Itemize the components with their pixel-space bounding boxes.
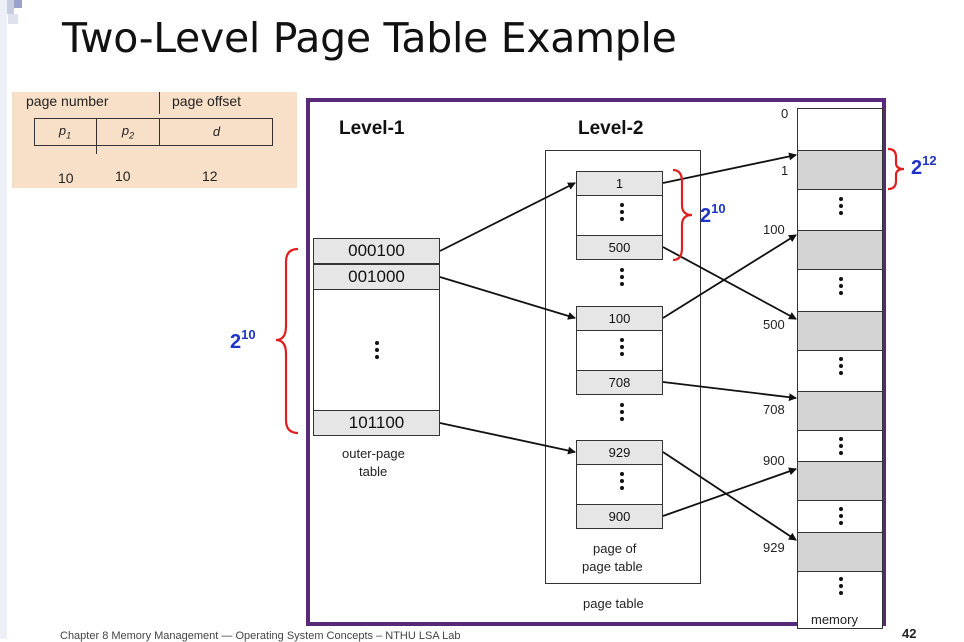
field-divider [159, 118, 160, 146]
inner-entry: 1 [576, 171, 663, 196]
inner-table-size-label: 210 [700, 201, 726, 227]
field-divider [96, 118, 97, 154]
inner-entry: 900 [576, 504, 663, 529]
memory-address-label: 900 [763, 453, 785, 468]
arrow [662, 451, 797, 541]
outer-entry: 101100 [313, 410, 440, 436]
outer-table-caption: outer-page [342, 446, 405, 461]
ellipsis [619, 203, 625, 224]
address-format-panel: page number page offset p1 p2 d 10 10 12 [12, 92, 297, 188]
corner-decoration [14, 0, 22, 8]
arrow [662, 152, 797, 184]
corner-decoration [8, 14, 18, 24]
outer-entry: 001000 [313, 264, 440, 290]
slide-footer: Chapter 8 Memory Management — Operating … [60, 630, 461, 642]
arrow [439, 276, 576, 320]
inner-table-caption: page of [593, 541, 637, 556]
memory-frame [797, 391, 883, 431]
left-stripe [0, 0, 7, 639]
ellipsis [619, 403, 625, 424]
level2-heading: Level-2 [578, 118, 644, 139]
arrow [662, 381, 797, 402]
inner-entry: 708 [576, 370, 663, 395]
page-offset-label: page offset [172, 93, 242, 109]
outer-table-caption: table [359, 464, 388, 479]
outer-table-size-label: 210 [230, 327, 256, 353]
ellipsis [619, 472, 625, 493]
memory-frame [797, 230, 883, 270]
memory-address-label: 500 [763, 317, 785, 332]
arrow [439, 182, 576, 252]
memory-address-label: 100 [763, 222, 785, 237]
level1-heading: Level-1 [339, 118, 405, 139]
memory-frame [797, 311, 883, 351]
ellipsis [838, 197, 844, 218]
arrow [662, 467, 797, 517]
memory-address-label: 708 [763, 402, 785, 417]
bracket-inner [672, 168, 693, 262]
bits-p1: 10 [58, 170, 74, 186]
page-number-label: page number [26, 93, 109, 109]
arrow [439, 422, 576, 455]
inner-entry: 100 [576, 306, 663, 331]
memory-frame [797, 461, 883, 501]
memory-frame [797, 150, 883, 190]
field-p2: p2 [121, 123, 135, 141]
memory-caption: memory [811, 612, 858, 627]
bits-d: 12 [202, 168, 218, 184]
memory-frame [797, 532, 883, 572]
arrow [662, 234, 797, 319]
outer-entry: 000100 [313, 238, 440, 264]
header-divider [159, 92, 160, 114]
arrow [662, 246, 797, 320]
page-table-caption: page table [583, 596, 644, 611]
ellipsis [619, 268, 625, 289]
bracket-page [887, 147, 905, 191]
inner-table-caption: page table [582, 559, 643, 574]
ellipsis [374, 341, 380, 362]
page-number: 42 [902, 626, 917, 641]
field-p1: p1 [58, 123, 72, 141]
inner-entry: 929 [576, 440, 663, 465]
ellipsis [838, 507, 844, 528]
ellipsis [838, 357, 844, 378]
address-fields-box [34, 118, 273, 146]
field-d: d [212, 124, 221, 139]
ellipsis [619, 338, 625, 359]
ellipsis [838, 277, 844, 298]
memory-address-label: 929 [763, 540, 785, 555]
ellipsis [838, 577, 844, 598]
slide-title: Two-Level Page Table Example [62, 14, 677, 62]
inner-entry: 500 [576, 235, 663, 260]
bits-p2: 10 [115, 168, 131, 184]
page-size-label: 212 [911, 153, 937, 179]
bracket-outer [275, 247, 299, 435]
memory-address-label: 0 [781, 106, 789, 121]
memory-address-label: 1 [781, 163, 789, 178]
ellipsis [838, 437, 844, 458]
